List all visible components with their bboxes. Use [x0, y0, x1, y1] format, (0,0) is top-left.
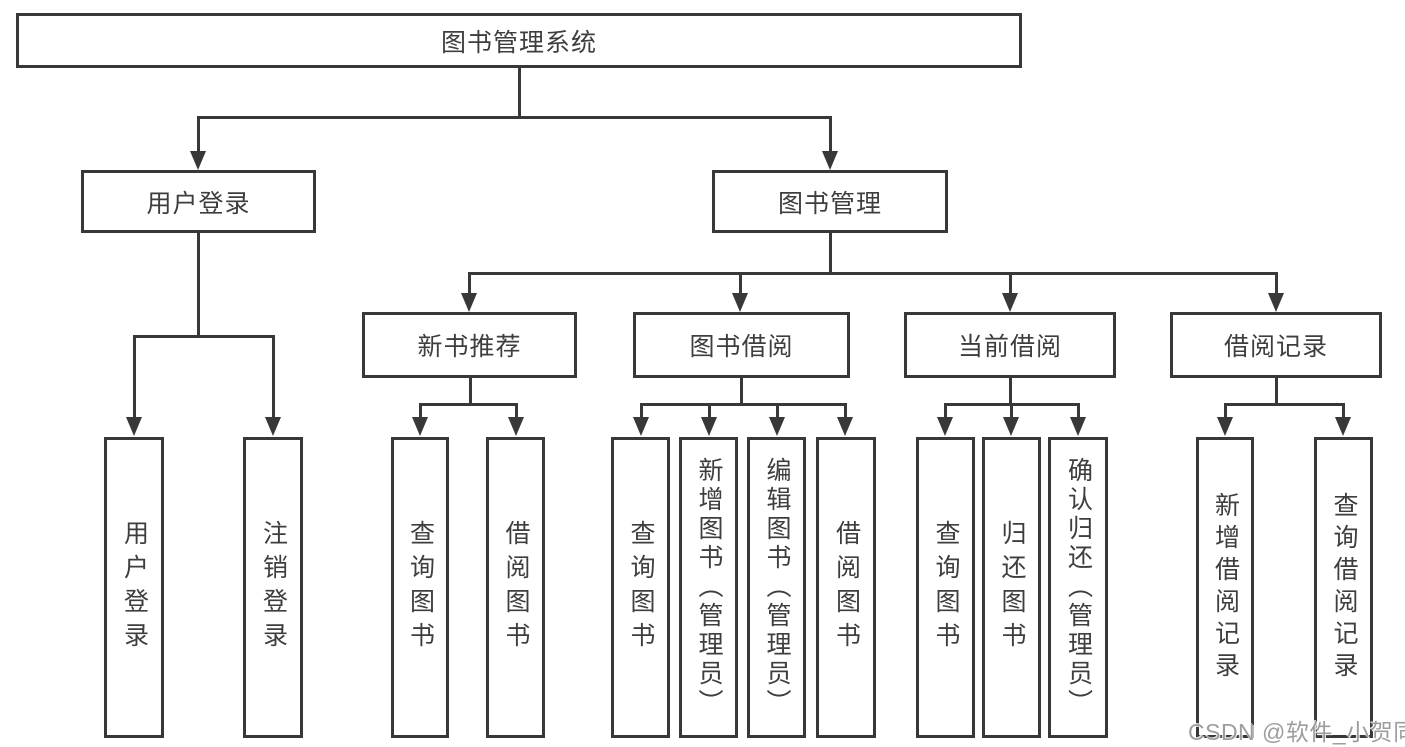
node-bb-add-books-admin: 新增图书（管理员） [679, 437, 738, 738]
connector-line [1010, 403, 1013, 419]
node-br-add-record: 新增借阅记录 [1196, 437, 1254, 738]
connector-line [468, 272, 1278, 275]
connector-line [1275, 378, 1278, 405]
node-nb-query-books: 查询图书 [391, 437, 449, 738]
arrow-down-icon [508, 417, 524, 436]
connector-line [944, 403, 947, 419]
connector-line [197, 116, 832, 119]
node-current-borrow: 当前借阅 [904, 312, 1116, 378]
node-root: 图书管理系统 [16, 13, 1022, 68]
connector-line [829, 233, 832, 275]
connector-line [419, 403, 518, 406]
node-nb-borrow-books: 借阅图书 [486, 437, 545, 738]
arrow-down-icon [461, 293, 477, 312]
connector-line [829, 116, 832, 154]
arrow-down-icon [265, 417, 281, 436]
connector-line [272, 335, 275, 419]
connector-line [740, 378, 743, 405]
arrow-down-icon [126, 417, 142, 436]
connector-line [844, 403, 847, 419]
connector-line [1275, 272, 1278, 296]
connector-line [469, 378, 472, 405]
node-book-management: 图书管理 [712, 170, 948, 233]
node-br-query-record: 查询借阅记录 [1314, 437, 1373, 738]
node-new-book-recommend: 新书推荐 [362, 312, 577, 378]
connector-line [1009, 378, 1012, 405]
arrow-down-icon [769, 417, 785, 436]
node-borrow-records: 借阅记录 [1170, 312, 1382, 378]
arrow-down-icon [1335, 417, 1351, 436]
watermark: CSDN @软件_小贺同学 [1188, 719, 1405, 745]
arrow-down-icon [1003, 417, 1019, 436]
connector-line [1224, 403, 1345, 406]
connector-line [468, 272, 471, 296]
arrow-down-icon [837, 417, 853, 436]
connector-line [739, 272, 742, 296]
arrow-down-icon [633, 417, 649, 436]
node-logout: 注销登录 [243, 437, 303, 738]
node-cb-query-books: 查询图书 [916, 437, 975, 738]
arrow-down-icon [412, 417, 428, 436]
node-cb-return-books: 归还图书 [982, 437, 1041, 738]
connector-line [1009, 272, 1012, 296]
arrow-down-icon [190, 151, 206, 170]
connector-line [708, 403, 711, 419]
connector-line [133, 335, 136, 419]
connector-line [197, 116, 200, 154]
arrow-down-icon [822, 151, 838, 170]
connector-line [1342, 403, 1345, 419]
arrow-down-icon [1217, 417, 1233, 436]
node-cb-confirm-return-admin: 确认归还（管理员） [1048, 437, 1108, 738]
node-login: 用户登录 [104, 437, 164, 738]
connector-line [419, 403, 422, 419]
connector-line [640, 403, 643, 419]
node-user-login: 用户登录 [81, 170, 316, 233]
connector-line [515, 403, 518, 419]
connector-line [1077, 403, 1080, 419]
node-bb-query-books: 查询图书 [611, 437, 670, 738]
connector-line [197, 233, 200, 337]
arrow-down-icon [1070, 417, 1086, 436]
connector-line [1224, 403, 1227, 419]
node-bb-borrow-books: 借阅图书 [816, 437, 876, 738]
connector-line [640, 403, 847, 406]
node-bb-edit-books-admin: 编辑图书（管理员） [747, 437, 806, 738]
arrow-down-icon [1268, 293, 1284, 312]
connector-line [776, 403, 779, 419]
arrow-down-icon [732, 293, 748, 312]
arrow-down-icon [937, 417, 953, 436]
arrow-down-icon [701, 417, 717, 436]
arrow-down-icon [1002, 293, 1018, 312]
connector-line [518, 68, 521, 118]
node-book-borrow: 图书借阅 [633, 312, 850, 378]
connector-line [133, 335, 275, 338]
